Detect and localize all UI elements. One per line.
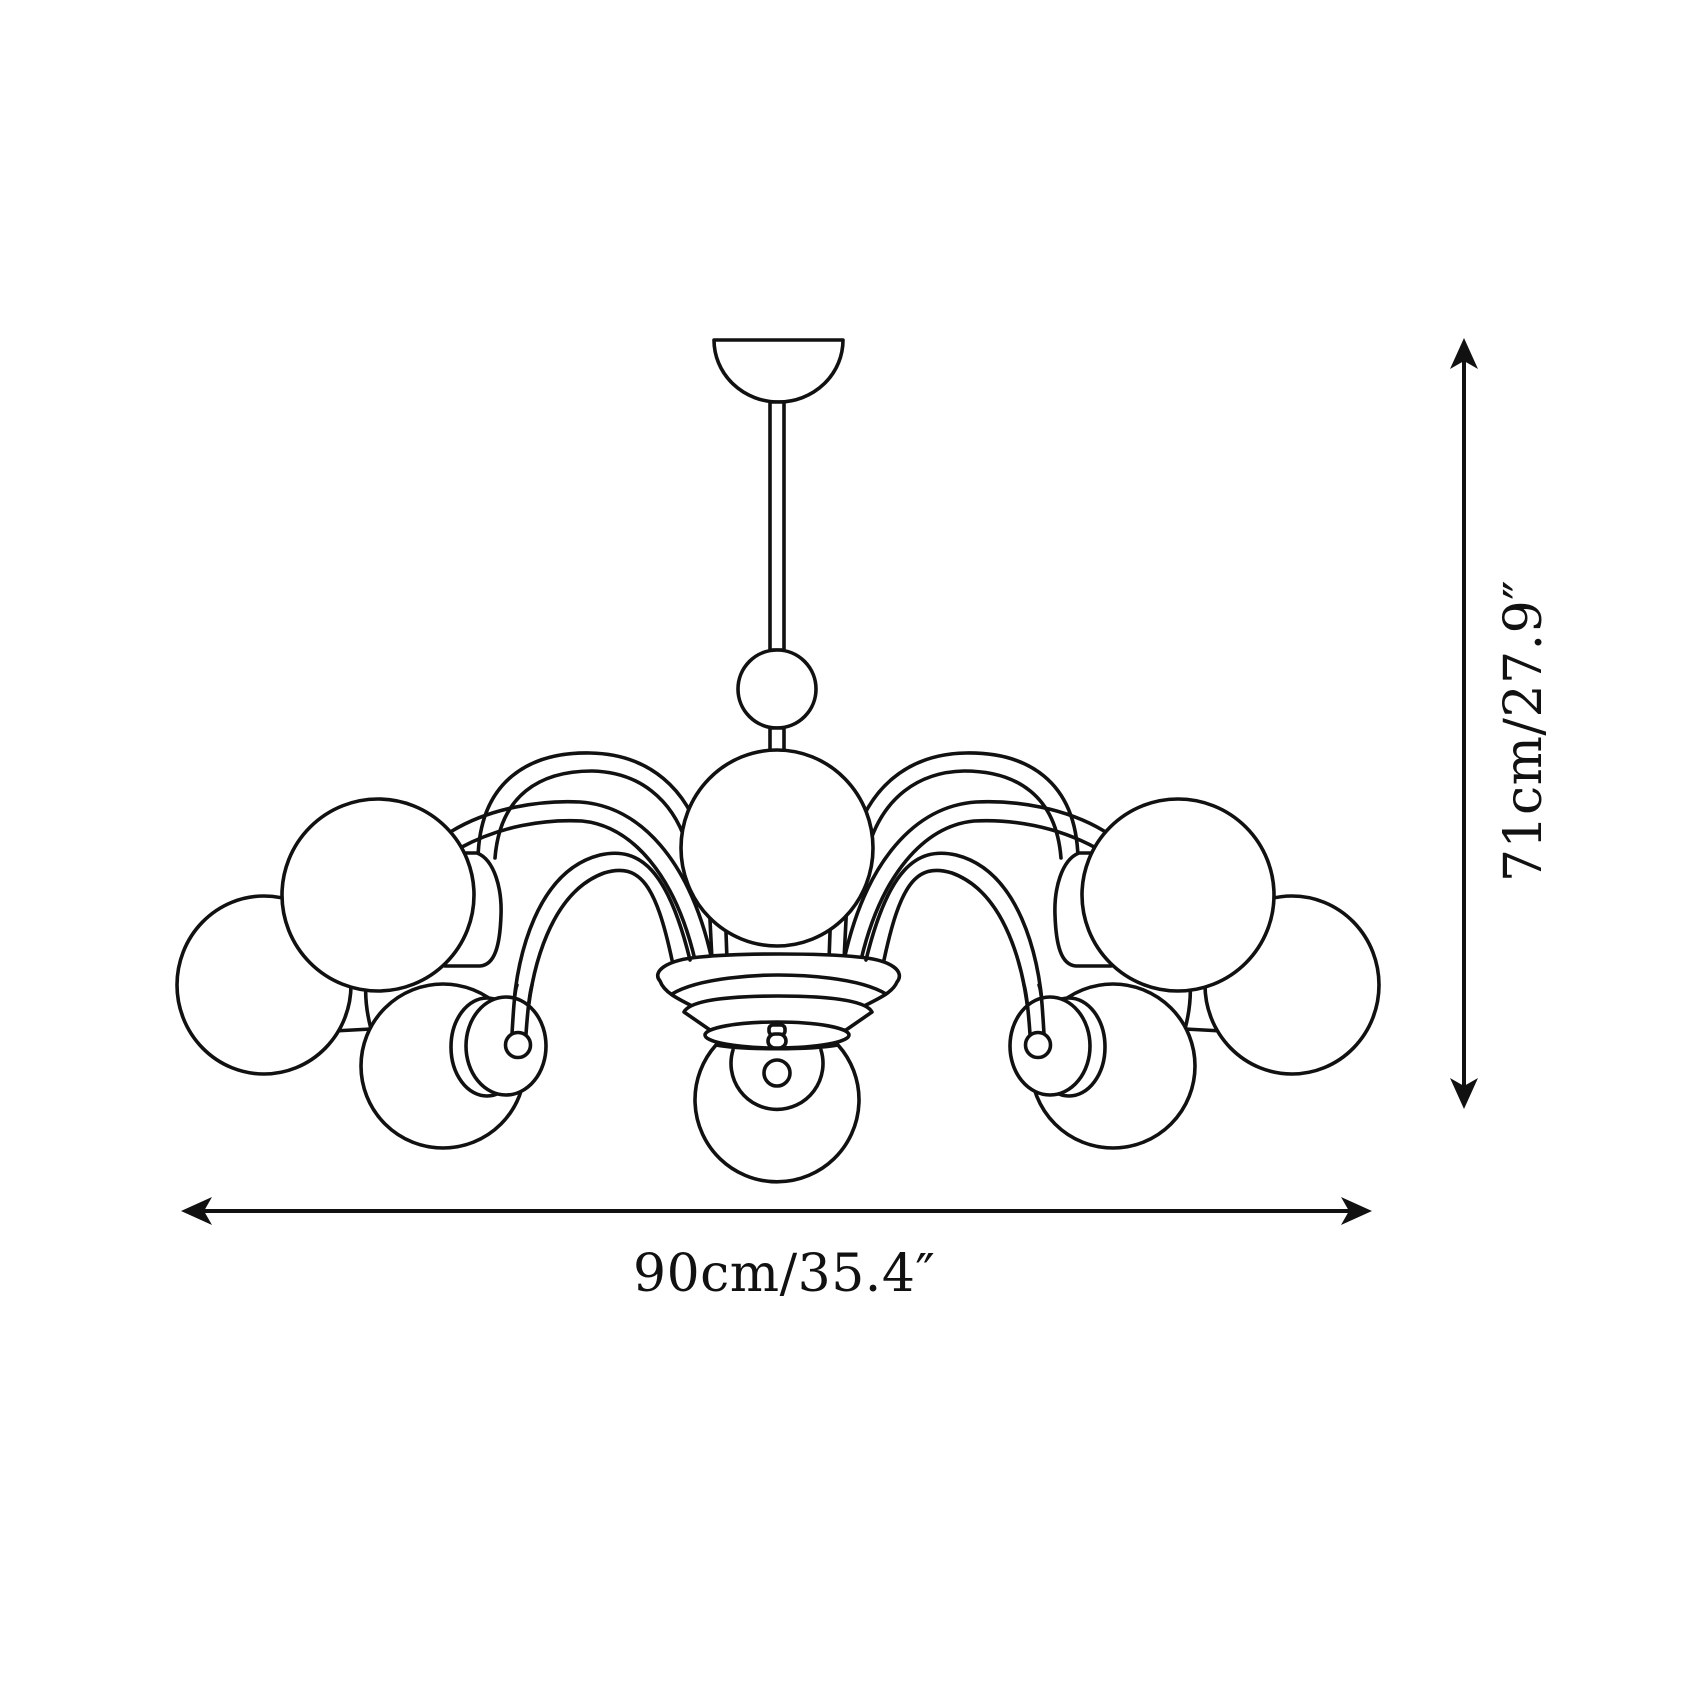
arrow-left-icon	[181, 1197, 212, 1225]
globe-top-center	[679, 748, 875, 948]
height-dimension-arrow	[1450, 338, 1478, 1109]
hub-finial	[766, 1023, 788, 1050]
rod-sphere	[736, 648, 818, 730]
arm-upper-left-high	[476, 751, 704, 860]
width-dimension-arrow	[181, 1197, 1372, 1225]
arrow-right-icon	[1341, 1197, 1372, 1225]
width-dimension-label: 90cm/35.4″	[633, 1244, 936, 1304]
ceiling-canopy	[712, 338, 845, 404]
arm-lower-right	[864, 851, 1046, 1036]
height-dimension-label: 71cm/27.9″	[1494, 579, 1554, 883]
arm-mid-right	[842, 799, 1106, 962]
globe-upper-left	[280, 797, 476, 993]
cup-lower-right	[1008, 983, 1107, 1098]
arrow-up-icon	[1450, 338, 1478, 369]
cup-lower-left	[449, 983, 548, 1098]
central-hub	[655, 952, 902, 1050]
arm-upper-right-high	[852, 751, 1080, 860]
arrow-down-icon	[1450, 1078, 1478, 1109]
globe-bottom-center	[693, 1043, 861, 1184]
arm-lower-left	[510, 851, 692, 1036]
down-rod	[768, 400, 786, 652]
globe-upper-right	[1080, 797, 1276, 993]
